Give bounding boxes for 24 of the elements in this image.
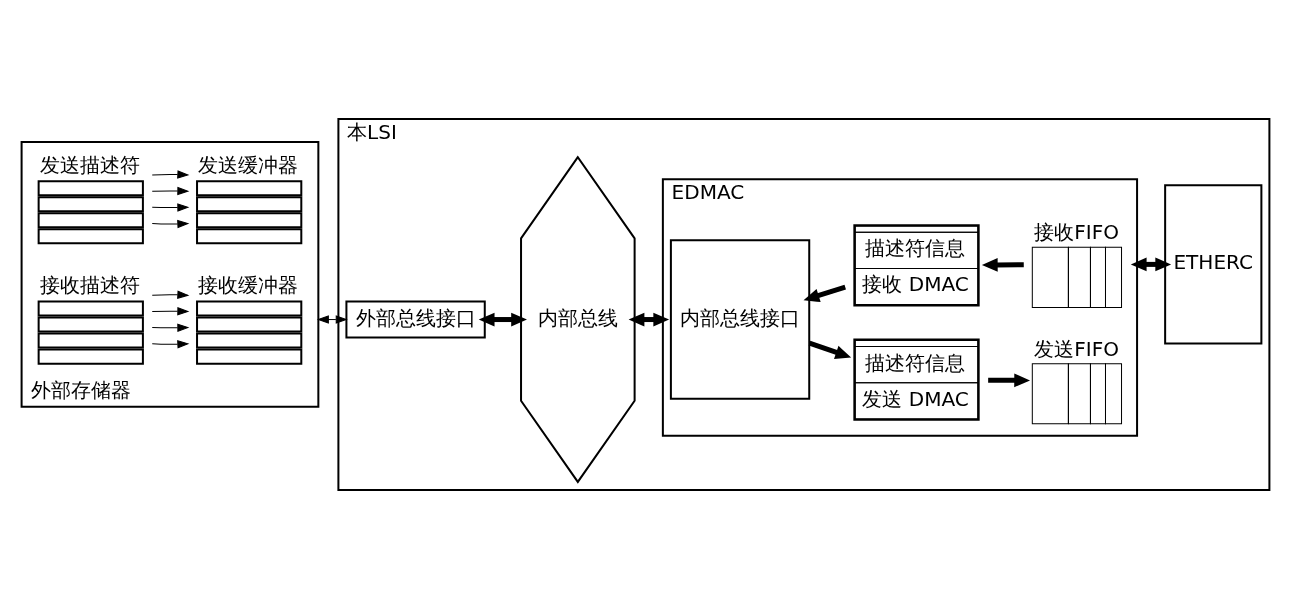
arrow: [988, 373, 1031, 388]
arrow: [151, 219, 189, 228]
arrow: [151, 170, 189, 179]
node-box: ETHERC: [1164, 184, 1263, 345]
node-box: 内部总线接口: [669, 239, 811, 400]
node-label: 发送缓冲器: [198, 153, 299, 178]
arrow: [478, 312, 527, 327]
arrow: [981, 258, 1024, 272]
node-label: 接收FIFO: [1034, 220, 1120, 245]
arrow: [808, 340, 852, 359]
arrow: [151, 203, 189, 212]
node-label: 接收描述符: [39, 273, 140, 298]
node-box: 外部总线接口: [345, 300, 486, 339]
node-label: 发送描述符: [39, 153, 140, 178]
node-label: 发送FIFO: [1034, 336, 1120, 361]
arrow: [151, 307, 189, 316]
arrow: [803, 284, 846, 303]
arrow: [1130, 257, 1172, 272]
arrow: [151, 323, 189, 332]
arrow: [151, 290, 189, 299]
node-label: 接收缓冲器: [198, 273, 299, 298]
arrow: [151, 340, 189, 349]
arrow: [628, 312, 670, 327]
arrow: [151, 187, 189, 195]
